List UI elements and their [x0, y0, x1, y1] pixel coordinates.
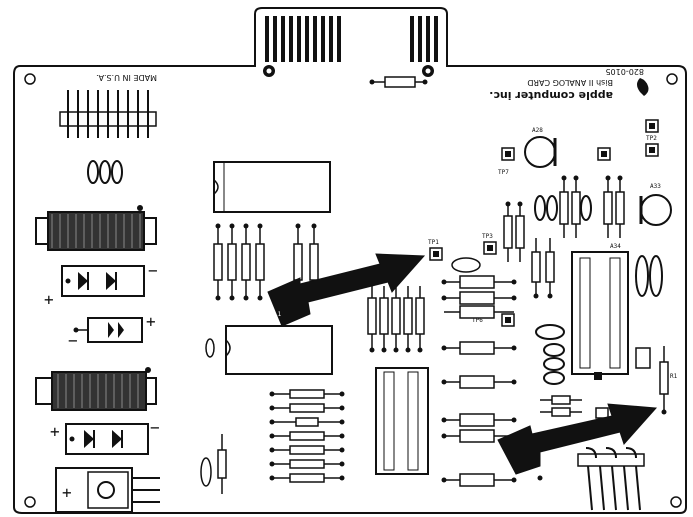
arrow-annotation-left [267, 253, 426, 327]
board-outline [13, 7, 687, 514]
a33-label: A33 [650, 183, 661, 190]
tp1-label: TP1 [428, 239, 439, 246]
oval-caps-upper-right [534, 195, 592, 221]
tp7-label: TP7 [498, 169, 509, 176]
test-point-tp2 [597, 147, 611, 161]
resistor-stack-center [367, 286, 425, 350]
resistor-top [369, 76, 428, 88]
inductor-coil-lower [35, 367, 157, 411]
r1-label: R1 [670, 373, 678, 380]
header-pins [59, 90, 157, 138]
apple-logo-icon [637, 78, 649, 96]
tp3-label: TP3 [482, 233, 493, 240]
transistor-a33 [639, 194, 672, 226]
minus-symbol-2: − [68, 331, 78, 350]
ic-chip-top [213, 161, 331, 213]
plus-symbol-3: + [50, 422, 60, 441]
plus-symbol-2: + [146, 312, 156, 331]
oval-pads-right [535, 255, 663, 385]
brand-label: apple computer inc. [489, 89, 613, 102]
part-number-label: 820-0105 [605, 67, 644, 76]
minus-symbol-1: − [148, 261, 158, 280]
ic-chip-large-right [571, 251, 629, 380]
ic-chip-mid [205, 325, 333, 375]
resistor-group-vertical [213, 226, 319, 298]
resistor-stack-right [444, 275, 514, 487]
oval-pads-top [87, 160, 123, 184]
mount-hole-br [670, 496, 682, 508]
plus-symbol-4: + [62, 483, 72, 502]
made-in-label: MADE IN U.S.A. [96, 73, 157, 82]
solder-pads [215, 175, 667, 483]
capacitor-c1 [61, 265, 145, 297]
edge-connector-right [410, 16, 438, 62]
plus-symbol-1: + [44, 290, 54, 309]
test-point-tp3 [483, 241, 497, 255]
resistor-group-upper-right [503, 178, 625, 296]
header-pins-bottom-right [577, 447, 645, 511]
a34-label: A34 [610, 243, 621, 250]
mount-hole-tr [666, 73, 678, 85]
oval-pad-tp [451, 257, 481, 273]
voltage-regulator [55, 467, 160, 513]
test-point-tp4 [645, 119, 659, 157]
minus-symbol-3: − [150, 418, 160, 437]
test-point-tp1 [429, 247, 443, 261]
resistor-r1 [635, 346, 669, 412]
resistor-ladder [272, 389, 342, 483]
card-name-label: Bish II ANALOG CARD [527, 78, 613, 87]
mount-hole-tl [24, 73, 36, 85]
inductor-coil-upper [35, 205, 157, 251]
test-point-tp7 [501, 147, 515, 161]
transistor-a28 [524, 136, 557, 168]
mount-hole-bl [24, 496, 36, 508]
test-point-tp6 [501, 313, 515, 327]
capacitor-c3 [65, 423, 149, 455]
a28-label: A28 [532, 127, 543, 134]
oval-pad-bottom [200, 457, 212, 487]
capacitor-c2 [73, 317, 143, 343]
ic-chip-center [375, 367, 429, 475]
tp2-label: TP2 [646, 135, 657, 142]
arrow-annotation-right [497, 403, 658, 475]
resistor-small-bottom-right [540, 395, 609, 419]
tp6-label: TP6 [472, 317, 483, 324]
l1-label: L1 [274, 311, 282, 318]
resistor-bottom-vertical [217, 434, 227, 494]
edge-connector-left [265, 16, 341, 62]
